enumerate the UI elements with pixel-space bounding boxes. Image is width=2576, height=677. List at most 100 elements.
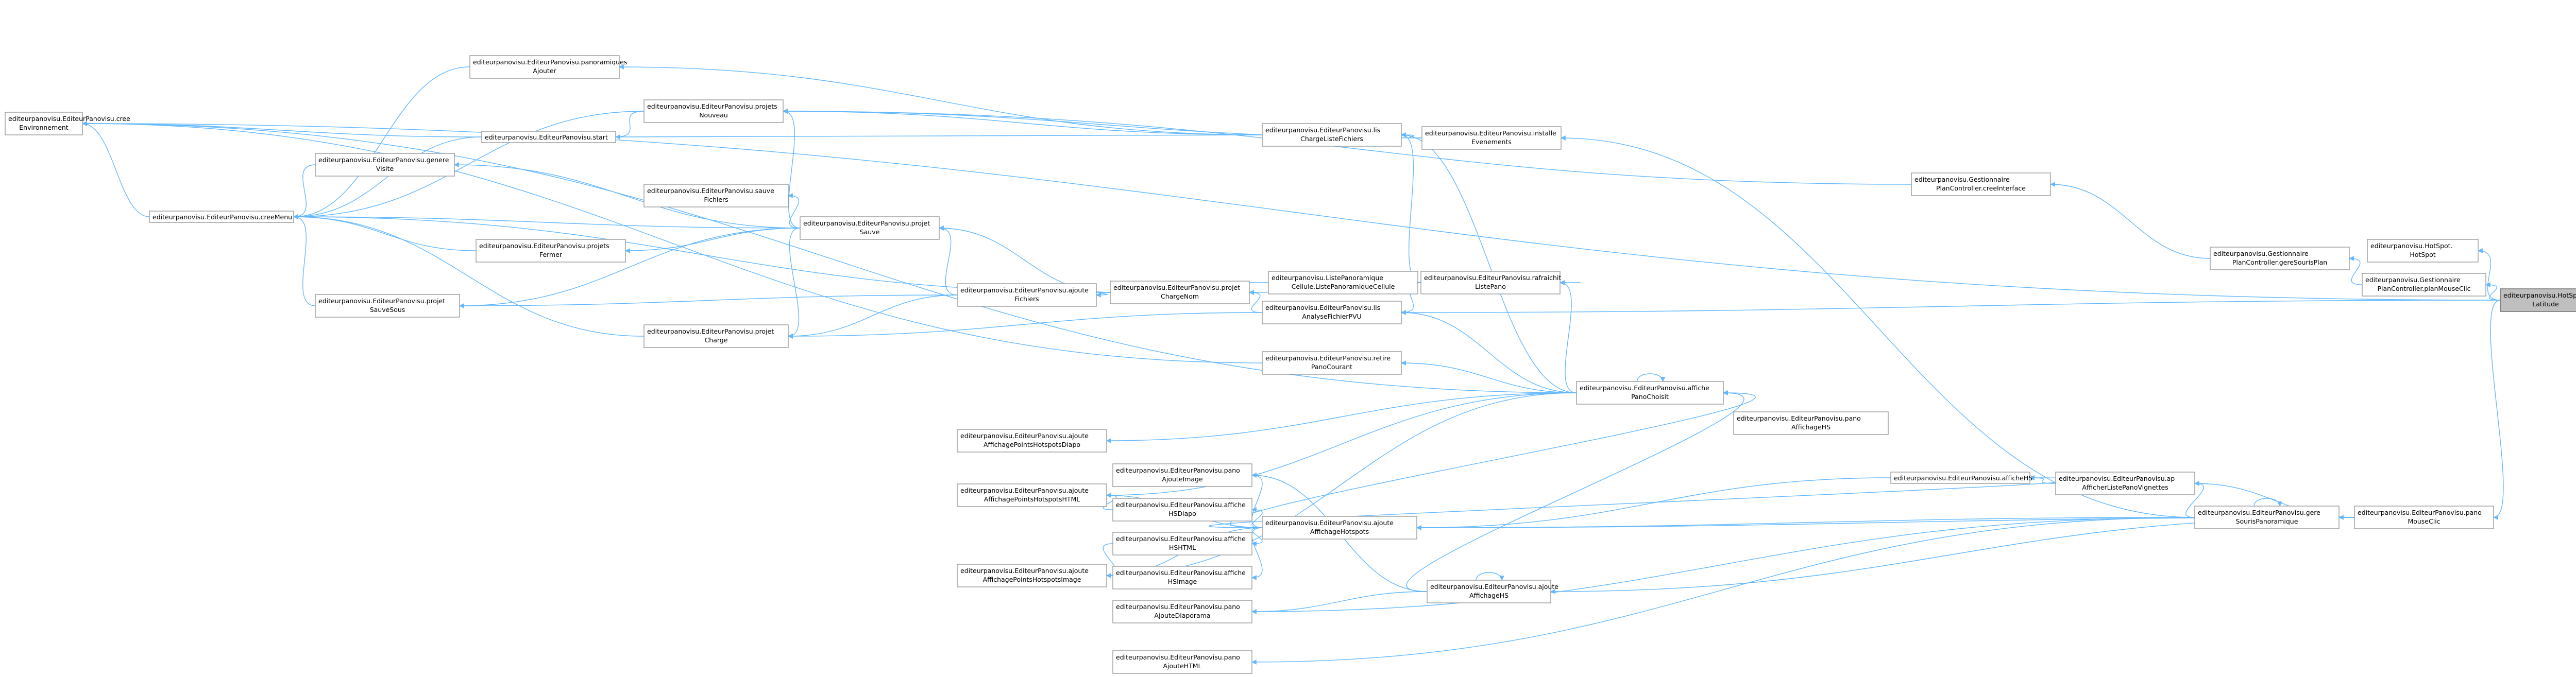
- node-rafraichitListe[interactable]: editeurpanovisu.EditeurPanovisu.rafraich…: [1420, 271, 1561, 294]
- node-label: PanoChoisit: [1631, 393, 1669, 401]
- node-label: editeurpanovisu.EditeurPanovisu.ajoute: [1430, 583, 1558, 591]
- edge-projetsNouveau-to-creeMenu: [293, 111, 645, 219]
- node-panoAjouteDiaporama[interactable]: editeurpanovisu.EditeurPanovisu.panoAjou…: [1112, 600, 1252, 623]
- node-box: [1890, 472, 2030, 484]
- node-panoMouseClic[interactable]: editeurpanovisu.EditeurPanovisu.panoMous…: [2354, 506, 2494, 529]
- node-gereSourisPano[interactable]: editeurpanovisu.EditeurPanovisu.gereSour…: [2194, 506, 2340, 529]
- edge-ajouteHotspots-to-panoAjouteImage: [1251, 473, 1263, 528]
- edge-gestionnaireCreeInterface-to-projetsNouveau: [783, 109, 1912, 185]
- edge-panoMouseClic-to-ajouteHotspots: [1416, 517, 2355, 530]
- edge-afficheListeVignettes-to-afficheHS: [2029, 475, 2056, 484]
- node-box: [5, 112, 83, 135]
- node-projetCharge[interactable]: editeurpanovisu.EditeurPanovisu.projetCh…: [643, 324, 789, 348]
- node-label: editeurpanovisu.EditeurPanovisu.projet: [647, 327, 774, 335]
- edge-ajouteHotspots-to-afficheHSImage: [1251, 527, 1263, 580]
- node-label: ChargeListeFichiers: [1300, 135, 1363, 143]
- edge-projetChargeNom-to-creeMenu: [293, 214, 1111, 293]
- edge-setLatitude-to-hotspotHotspot: [2478, 248, 2501, 301]
- node-analyseFichierPVU[interactable]: editeurpanovisu.EditeurPanovisu.lisAnaly…: [1262, 301, 1402, 324]
- node-box: [957, 283, 1097, 307]
- edge-affichePanoChoisit-to-retirePanoCourant: [1401, 360, 1577, 393]
- node-label: ListePano: [1475, 283, 1506, 290]
- node-panoAjouteHTML[interactable]: editeurpanovisu.EditeurPanovisu.panoAjou…: [1112, 650, 1252, 674]
- node-gestionnairePlanMouseClic[interactable]: editeurpanovisu.GestionnairePlanControll…: [2362, 273, 2486, 297]
- node-creeMenu[interactable]: editeurpanovisu.EditeurPanovisu.creeMenu: [149, 211, 294, 223]
- edge-affichePanoChoisit-to-chargeListeFichiers: [1401, 132, 1577, 393]
- node-box: [1262, 123, 1402, 147]
- edge-affichePanoChoisit-to-rafraichitListe: [1560, 280, 1577, 393]
- edge-projetSauve-to-genereVisite: [454, 162, 801, 229]
- node-afficheListeVignettes[interactable]: editeurpanovisu.EditeurPanovisu.apAffich…: [2055, 472, 2195, 495]
- node-ajouteHotspotsDiapo[interactable]: editeurpanovisu.EditeurPanovisu.ajouteAf…: [957, 429, 1107, 453]
- node-panoAjouteImage[interactable]: editeurpanovisu.EditeurPanovisu.panoAjou…: [1112, 463, 1252, 487]
- edge-affichePanoChoisit-to-affichePanoChoisit: [1636, 373, 1666, 382]
- node-box: [2055, 472, 2195, 495]
- node-sauveFichiers[interactable]: editeurpanovisu.EditeurPanovisu.sauveFic…: [643, 184, 789, 207]
- edge-retirePanoCourant-to-cree: [82, 121, 1263, 363]
- node-box: [800, 216, 940, 240]
- node-afficheHSImage[interactable]: editeurpanovisu.EditeurPanovisu.afficheH…: [1112, 566, 1252, 589]
- node-affichePanoChoisit[interactable]: editeurpanovisu.EditeurPanovisu.afficheP…: [1576, 381, 1724, 405]
- node-retirePanoCourant[interactable]: editeurpanovisu.EditeurPanovisu.retirePa…: [1262, 351, 1402, 375]
- node-ajouteHotspotsImage[interactable]: editeurpanovisu.EditeurPanovisu.ajouteAf…: [957, 564, 1107, 587]
- node-label: HSDiapo: [1168, 510, 1196, 517]
- node-projetSauveSous[interactable]: editeurpanovisu.EditeurPanovisu.projetSa…: [315, 294, 460, 318]
- node-gestionnaireCreeInterface[interactable]: editeurpanovisu.GestionnairePlanControll…: [1911, 172, 2051, 196]
- node-label: editeurpanovisu.EditeurPanovisu.ajoute: [1265, 519, 1394, 527]
- node-label: HSImage: [1168, 578, 1197, 585]
- edge-projetCharge-to-creeMenu: [293, 214, 645, 337]
- node-projetsFermer[interactable]: editeurpanovisu.EditeurPanovisu.projetsF…: [476, 239, 626, 263]
- edge-affichePanoChoisit-to-analyseFichierPVU: [1401, 310, 1577, 393]
- node-afficheHSDiapo[interactable]: editeurpanovisu.EditeurPanovisu.afficheH…: [1112, 498, 1252, 522]
- node-box: [2210, 247, 2350, 270]
- edge-ajouteAffichageHS-to-affichePanoChoisit: [1406, 390, 1744, 592]
- node-ajouteHotspots[interactable]: editeurpanovisu.EditeurPanovisu.ajouteAf…: [1262, 516, 1417, 540]
- node-cree[interactable]: editeurpanovisu.EditeurPanovisu.creeEnvi…: [5, 112, 130, 135]
- node-label: editeurpanovisu.EditeurPanovisu.start: [485, 133, 608, 141]
- edge-projetSauve-to-projetsFermer: [625, 228, 801, 253]
- node-projetChargeNom[interactable]: editeurpanovisu.EditeurPanovisu.projetCh…: [1110, 281, 1250, 304]
- node-afficheHSHTML[interactable]: editeurpanovisu.EditeurPanovisu.afficheH…: [1112, 532, 1252, 556]
- node-label: editeurpanovisu.Gestionnaire: [2213, 250, 2309, 257]
- node-listePanoCellule[interactable]: editeurpanovisu.ListePanoramiqueCellule.…: [1268, 271, 1418, 294]
- node-setLatitude[interactable]: editeurpanovisu.HotSpot.setLatitude: [2500, 288, 2576, 312]
- node-panoAffichageHS[interactable]: editeurpanovisu.EditeurPanovisu.panoAffi…: [1733, 411, 1889, 435]
- node-label: Visite: [376, 165, 394, 172]
- node-box: [1268, 271, 1418, 294]
- node-label: editeurpanovisu.EditeurPanovisu.pano: [2358, 509, 2482, 516]
- node-ajouterPano[interactable]: editeurpanovisu.EditeurPanovisu.panorami…: [469, 55, 627, 79]
- node-label: HSHTML: [1169, 544, 1196, 551]
- node-label: SourisPanoramique: [2236, 517, 2298, 525]
- edge-afficheHS-to-ajouteHotspots: [1416, 477, 1891, 530]
- node-installeEvenements[interactable]: editeurpanovisu.EditeurPanovisu.installe…: [1421, 126, 1562, 150]
- node-label: MouseClic: [2408, 517, 2440, 525]
- node-chargeListeFichiers[interactable]: editeurpanovisu.EditeurPanovisu.lisCharg…: [1262, 123, 1402, 147]
- edge-setLatitude-to-analyseFichierPVU: [1401, 300, 2501, 315]
- edge-start-to-creeMenu: [293, 136, 482, 219]
- edge-ajouteHotspots-to-afficheHSHTML: [1251, 527, 1263, 546]
- node-afficheHS[interactable]: editeurpanovisu.EditeurPanovisu.afficheH…: [1890, 472, 2032, 484]
- node-box: [957, 483, 1107, 507]
- node-layer: editeurpanovisu.EditeurPanovisu.creeEnvi…: [5, 55, 2576, 674]
- node-label: editeurpanovisu.EditeurPanovisu.panorami…: [473, 58, 627, 66]
- node-label: editeurpanovisu.ListePanoramique: [1272, 274, 1383, 282]
- edge-projetSauveSous-to-creeMenu: [293, 214, 316, 306]
- node-projetsNouveau[interactable]: editeurpanovisu.EditeurPanovisu.projetsN…: [643, 99, 784, 123]
- edge-projetSauve-to-sauveFichiers: [788, 193, 801, 229]
- node-box: [1112, 532, 1252, 556]
- edge-projetsNouveau-to-start: [615, 111, 645, 140]
- node-label: Latitude: [2532, 300, 2559, 308]
- node-box: [476, 239, 626, 263]
- edge-gestionnairePlanMouseClic-to-gestionnaireGereSouris: [2349, 256, 2363, 285]
- node-gestionnaireGereSouris[interactable]: editeurpanovisu.GestionnairePlanControll…: [2210, 247, 2350, 270]
- node-ajouteFichiersAuto[interactable]: editeurpanovisu.EditeurPanovisu.ajouteFi…: [957, 283, 1097, 307]
- node-ajouteHotspotsHTML[interactable]: editeurpanovisu.EditeurPanovisu.ajouteAf…: [957, 483, 1107, 507]
- node-label: editeurpanovisu.Gestionnaire: [2365, 276, 2461, 284]
- node-genereVisite[interactable]: editeurpanovisu.EditeurPanovisu.genereVi…: [315, 153, 455, 177]
- node-projetSauve[interactable]: editeurpanovisu.EditeurPanovisu.projetSa…: [800, 216, 940, 240]
- node-hotspotHotspot[interactable]: editeurpanovisu.HotSpot.HotSpot: [2367, 239, 2479, 263]
- edge-projetChargeNom-to-projetSauve: [939, 225, 1111, 293]
- node-ajouteAffichageHS[interactable]: editeurpanovisu.EditeurPanovisu.ajouteAf…: [1427, 580, 1558, 603]
- node-label: Ajouter: [533, 67, 556, 75]
- node-start[interactable]: editeurpanovisu.EditeurPanovisu.start: [481, 131, 616, 143]
